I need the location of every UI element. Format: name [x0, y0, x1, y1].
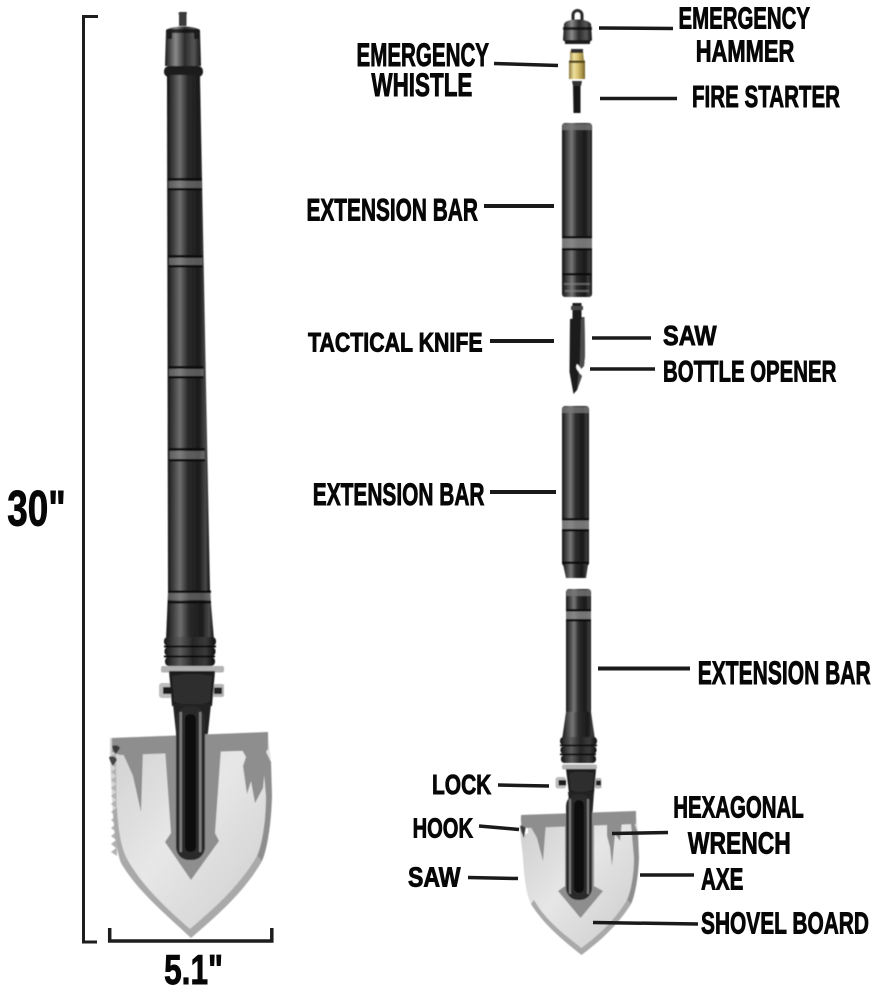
svg-text:BOTTLE OPENER: BOTTLE OPENER — [663, 355, 836, 388]
svg-text:EMERGENCY: EMERGENCY — [357, 37, 490, 73]
svg-text:AXE: AXE — [701, 862, 743, 896]
svg-text:TACTICAL KNIFE: TACTICAL KNIFE — [308, 327, 483, 357]
svg-text:EXTENSION BAR: EXTENSION BAR — [307, 191, 479, 227]
svg-text:HAMMER: HAMMER — [696, 35, 795, 69]
svg-text:SHOVEL BOARD: SHOVEL BOARD — [701, 906, 869, 940]
svg-text:WHISTLE: WHISTLE — [371, 67, 472, 103]
svg-text:EMERGENCY: EMERGENCY — [679, 1, 811, 35]
svg-text:WRENCH: WRENCH — [688, 827, 791, 861]
svg-text:SAW: SAW — [663, 320, 717, 351]
svg-text:30": 30" — [7, 480, 65, 536]
svg-text:EXTENSION BAR: EXTENSION BAR — [698, 655, 871, 691]
svg-text:5.1": 5.1" — [164, 946, 223, 988]
svg-text:SAW: SAW — [408, 862, 461, 893]
svg-text:HEXAGONAL: HEXAGONAL — [673, 791, 804, 825]
svg-text:FIRE STARTER: FIRE STARTER — [692, 80, 840, 114]
svg-text:HOOK: HOOK — [413, 813, 473, 844]
svg-text:LOCK: LOCK — [432, 769, 491, 800]
svg-text:EXTENSION BAR: EXTENSION BAR — [313, 476, 485, 512]
